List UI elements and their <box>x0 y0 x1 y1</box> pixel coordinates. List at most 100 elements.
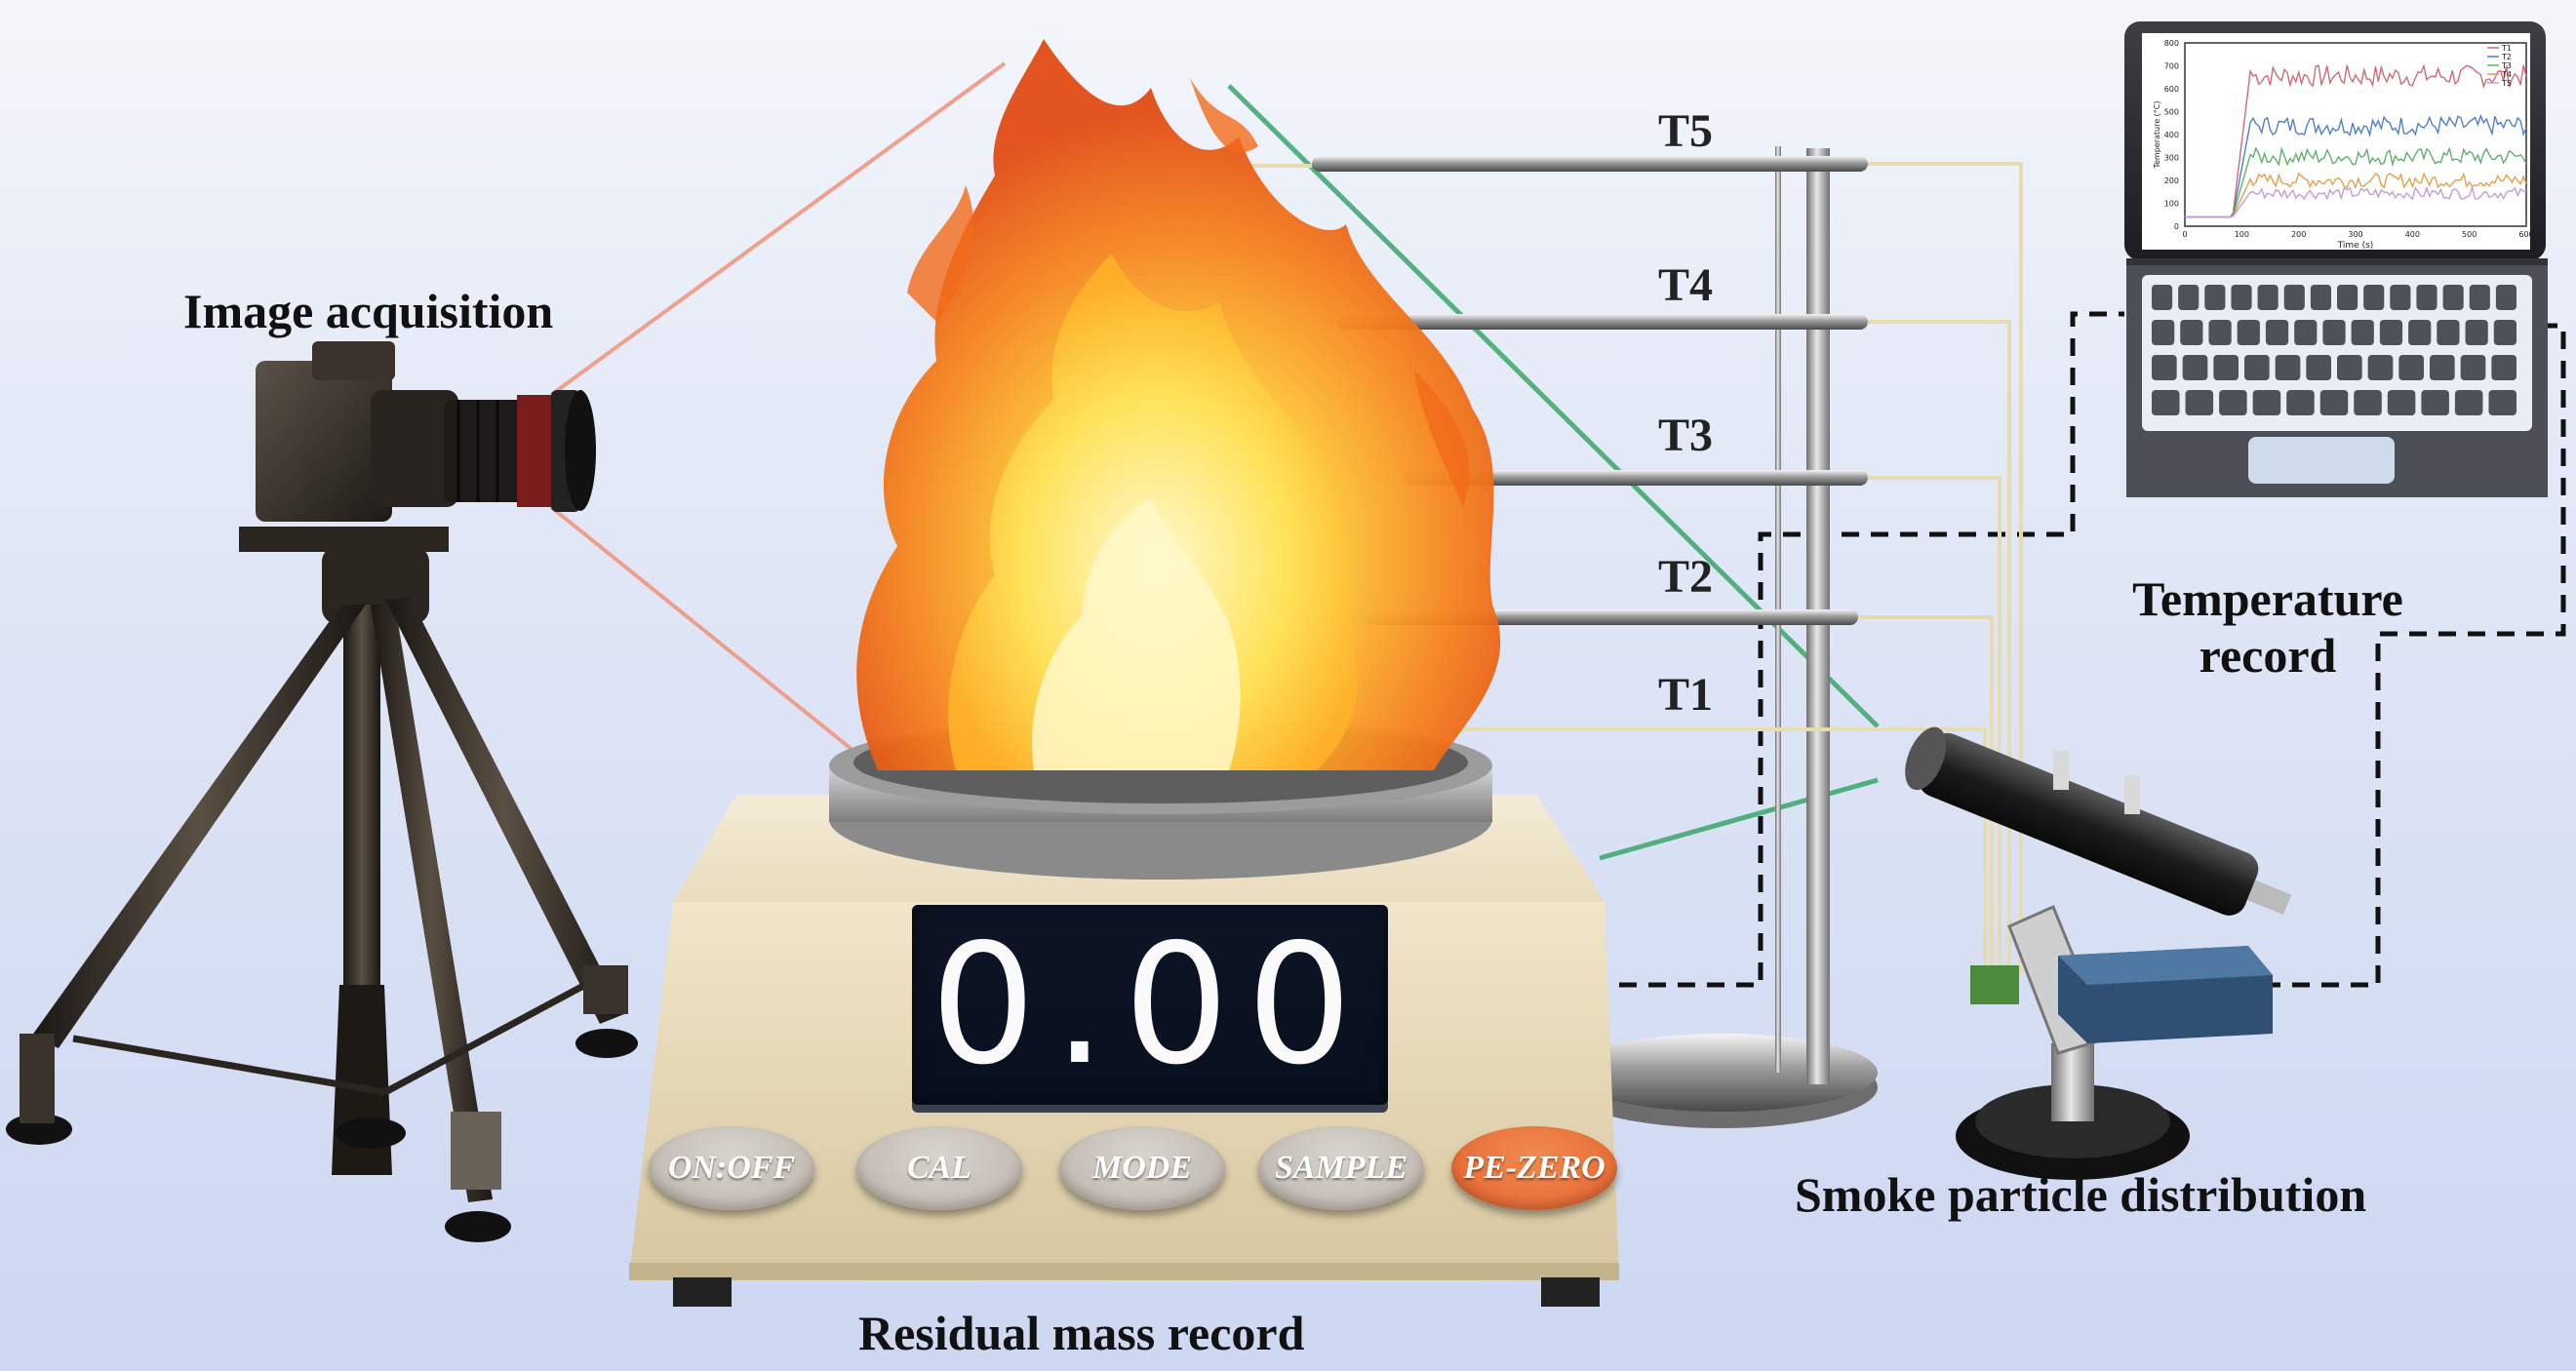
keyboard-key <box>2367 355 2394 380</box>
keyboard-key <box>2437 320 2460 345</box>
x-tick-label: 100 <box>2235 230 2249 239</box>
thermocouple-label: T5 <box>1658 105 1713 157</box>
thermocouple-label: T3 <box>1658 410 1713 461</box>
legend-label: T2 <box>2501 53 2512 61</box>
flame <box>856 39 1501 770</box>
keyboard-key <box>2421 390 2449 415</box>
y-tick-label: 0 <box>2174 222 2179 231</box>
keyboard-key <box>2430 355 2455 380</box>
balance-foot <box>673 1277 732 1307</box>
y-axis-label: Temperature (°C) <box>2153 100 2161 169</box>
keyboard-key <box>2252 390 2281 415</box>
residual-mass-record-label: Residual mass record <box>858 1306 1305 1360</box>
keyboard-key <box>2231 285 2252 310</box>
thermocouple-rod-t3 <box>1405 470 1868 486</box>
chart-series-line <box>2185 184 2527 218</box>
balance-button-sample[interactable]: SAMPLE <box>1258 1126 1424 1210</box>
keyboard-key <box>2460 355 2486 380</box>
keyboard-key <box>2275 355 2301 380</box>
keyboard-key <box>2213 355 2239 380</box>
smoke-particle-distribution-label: Smoke particle distribution <box>1795 1167 2367 1222</box>
y-tick-label: 300 <box>2164 154 2179 163</box>
x-tick-label: 0 <box>2182 230 2187 239</box>
thermocouple-label: T2 <box>1658 551 1713 603</box>
chart-series-line <box>2185 113 2527 218</box>
keyboard-key <box>2495 285 2517 310</box>
keyboard-key <box>2152 285 2173 310</box>
tripod-foot <box>575 965 638 1058</box>
y-tick-label: 200 <box>2164 176 2179 185</box>
balance-display: 0.00 <box>912 905 1388 1105</box>
keyboard-key <box>2180 320 2203 345</box>
keyboard-key <box>2237 320 2260 345</box>
balance-button-mode[interactable]: MODE <box>1059 1126 1225 1210</box>
keyboard-key <box>2182 355 2208 380</box>
y-tick-label: 800 <box>2164 39 2179 48</box>
keyboard-key <box>2390 285 2411 310</box>
balance-reading: 0.00 <box>930 908 1370 1102</box>
x-tick-label: 300 <box>2348 230 2362 239</box>
keyboard-key <box>2283 285 2305 310</box>
balance-foot <box>1541 1277 1600 1307</box>
legend-label: T3 <box>2501 61 2512 70</box>
keyboard-key <box>2257 285 2279 310</box>
keyboard-key <box>2306 355 2331 380</box>
temperature-record-line2: record <box>2199 628 2337 683</box>
y-tick-label: 400 <box>2164 131 2179 139</box>
keyboard-key <box>2408 320 2432 345</box>
tripod <box>6 527 638 1242</box>
tripod-foot <box>445 1112 511 1242</box>
chart-frame <box>2184 42 2527 227</box>
keyboard-key <box>2387 390 2416 415</box>
keyboard-key <box>2465 320 2488 345</box>
keyboard-key <box>2379 320 2403 345</box>
legend-label: T1 <box>2501 44 2512 53</box>
y-tick-label: 700 <box>2164 62 2179 71</box>
balance-button-pe-zero[interactable]: PE-ZERO <box>1451 1126 1617 1210</box>
keyboard-key <box>2469 285 2490 310</box>
keyboard-key <box>2337 355 2362 380</box>
y-tick-label: 500 <box>2164 108 2179 117</box>
keyboard-key <box>2322 320 2346 345</box>
keyboard-key <box>2185 390 2214 415</box>
keyboard-key <box>2152 355 2177 380</box>
keyboard-key <box>2178 285 2200 310</box>
legend-label: T5 <box>2501 79 2512 88</box>
keyboard-key <box>2493 320 2517 345</box>
balance-button-cal[interactable]: CAL <box>856 1126 1022 1210</box>
y-tick-label: 100 <box>2164 200 2179 209</box>
keyboard-key <box>2354 390 2382 415</box>
thermocouple-stand <box>1161 146 2023 1128</box>
keyboard-key <box>2310 285 2331 310</box>
keyboard-key <box>2286 390 2315 415</box>
thermocouple-rod-t5 <box>1312 156 1868 172</box>
keyboard-key <box>2454 390 2483 415</box>
balance-button-on-off[interactable]: ON:OFF <box>649 1126 814 1210</box>
camera <box>256 341 596 522</box>
keyboard-key <box>2337 285 2358 310</box>
laptop-keyboard <box>2152 285 2517 415</box>
keyboard-key <box>2398 355 2424 380</box>
camera-view-lines <box>549 61 1007 772</box>
keyboard-key <box>2351 320 2374 345</box>
keyboard-key <box>2204 285 2226 310</box>
keyboard-key <box>2491 355 2517 380</box>
temperature-record-line1: Temperature <box>2132 571 2403 626</box>
x-tick-label: 600 <box>2518 230 2533 239</box>
keyboard-key <box>2442 285 2464 310</box>
keyboard-key <box>2219 390 2247 415</box>
signal-box <box>1970 946 2273 1043</box>
x-tick-label: 500 <box>2462 230 2477 239</box>
image-acquisition-label: Image acquisition <box>183 284 554 338</box>
keyboard-key <box>2152 320 2175 345</box>
keyboard-key <box>2363 285 2385 310</box>
tripod-foot <box>6 1034 72 1145</box>
thermocouple-label: T1 <box>1658 669 1713 721</box>
y-tick-label: 600 <box>2164 85 2179 94</box>
temperature-record-label: Temperature record <box>2107 570 2429 684</box>
chart-series-line <box>2185 63 2527 218</box>
x-tick-label: 400 <box>2405 230 2420 239</box>
thermocouple-rod-t4 <box>1336 314 1868 330</box>
